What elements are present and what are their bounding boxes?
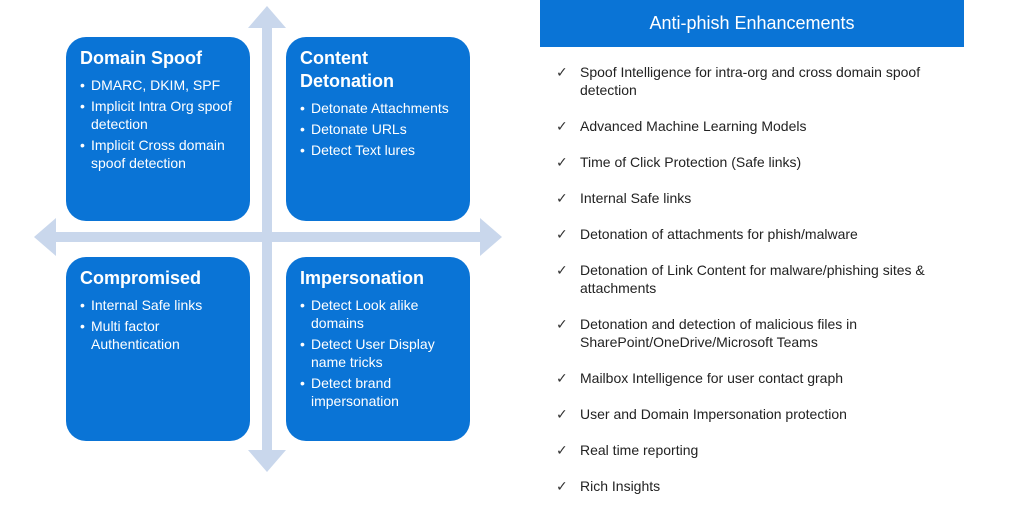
enhancements-list: ✓ Spoof Intelligence for intra-org and cr… (556, 63, 976, 513)
horizontal-axis (54, 232, 482, 242)
checkmark-icon: ✓ (556, 406, 568, 422)
arrow-down-icon (248, 450, 286, 472)
enhancement-label: Spoof Intelligence for intra-org and cro… (580, 64, 921, 98)
quadrant-item: Detonate URLs (300, 120, 458, 138)
quadrant-impersonation: Impersonation Detect Look alike domains … (286, 257, 470, 441)
quadrant-item: Implicit Intra Org spoof detection (80, 97, 238, 133)
quadrant-item: Implicit Cross domain spoof detection (80, 136, 238, 172)
quadrant-item: Multi factor Authentication (80, 317, 238, 353)
panel-title: Anti-phish Enhancements (540, 0, 964, 47)
checkmark-icon: ✓ (556, 262, 568, 278)
enhancement-item: ✓ Spoof Intelligence for intra-org and cr… (556, 63, 976, 99)
enhancement-item: ✓ Real time reporting (556, 441, 976, 459)
checkmark-icon: ✓ (556, 226, 568, 242)
checkmark-icon: ✓ (556, 478, 568, 494)
quadrant-item: Detonate Attachments (300, 99, 458, 117)
quadrant-list: Detonate Attachments Detonate URLs Detec… (300, 99, 458, 159)
enhancement-label: Advanced Machine Learning Models (580, 118, 807, 134)
enhancement-label: Detonation and detection of malicious fi… (580, 316, 858, 350)
enhancement-label: Mailbox Intelligence for user contact gr… (580, 370, 844, 386)
enhancement-item: ✓ Detonation of Link Content for malware/… (556, 261, 976, 297)
quadrant-item: Detect brand impersonation (300, 374, 458, 410)
checkmark-icon: ✓ (556, 154, 568, 170)
quadrant-item: Detect Look alike domains (300, 296, 458, 332)
enhancement-label: Real time reporting (580, 442, 699, 458)
quadrant-compromised: Compromised Internal Safe links Multi fa… (66, 257, 250, 441)
enhancement-item: ✓ Advanced Machine Learning Models (556, 117, 976, 135)
enhancement-item: ✓ Internal Safe links (556, 189, 976, 207)
quadrant-item: Detect User Display name tricks (300, 335, 458, 371)
enhancement-label: User and Domain Impersonation protection (580, 406, 847, 422)
enhancement-label: Internal Safe links (580, 190, 692, 206)
quadrant-title: Content Detonation (300, 48, 394, 91)
quadrant-list: Internal Safe links Multi factor Authent… (80, 296, 238, 353)
quadrant-title: Domain Spoof (80, 48, 202, 68)
quadrant-axes (34, 6, 502, 472)
enhancement-item: ✓ Time of Click Protection (Safe links) (556, 153, 976, 171)
checkmark-icon: ✓ (556, 370, 568, 386)
enhancement-item: ✓ Detonation and detection of malicious f… (556, 315, 976, 351)
enhancement-label: Detonation of Link Content for malware/p… (580, 262, 925, 296)
quadrant-title: Compromised (80, 268, 202, 288)
enhancement-item: ✓ Rich Insights (556, 477, 976, 495)
quadrant-item: DMARC, DKIM, SPF (80, 76, 238, 94)
enhancement-item: ✓ Mailbox Intelligence for user contact g… (556, 369, 976, 387)
arrow-right-icon (480, 218, 502, 256)
enhancement-label: Time of Click Protection (Safe links) (580, 154, 802, 170)
enhancement-label: Detonation of attachments for phish/malw… (580, 226, 858, 242)
checkmark-icon: ✓ (556, 64, 568, 80)
quadrant-content-detonation: Content Detonation Detonate Attachments … (286, 37, 470, 221)
checkmark-icon: ✓ (556, 118, 568, 134)
checkmark-icon: ✓ (556, 442, 568, 458)
checkmark-icon: ✓ (556, 316, 568, 332)
arrow-left-icon (34, 218, 56, 256)
enhancement-item: ✓ Detonation of attachments for phish/mal… (556, 225, 976, 243)
quadrant-list: Detect Look alike domains Detect User Di… (300, 296, 458, 410)
quadrant-domain-spoof: Domain Spoof DMARC, DKIM, SPF Implicit I… (66, 37, 250, 221)
quadrant-item: Internal Safe links (80, 296, 238, 314)
enhancement-label: Rich Insights (580, 478, 661, 494)
arrow-up-icon (248, 6, 286, 28)
quadrant-item: Detect Text lures (300, 141, 458, 159)
quadrant-list: DMARC, DKIM, SPF Implicit Intra Org spoo… (80, 76, 238, 172)
quadrant-title: Impersonation (300, 268, 425, 288)
checkmark-icon: ✓ (556, 190, 568, 206)
enhancement-item: ✓ User and Domain Impersonation protectio… (556, 405, 976, 423)
